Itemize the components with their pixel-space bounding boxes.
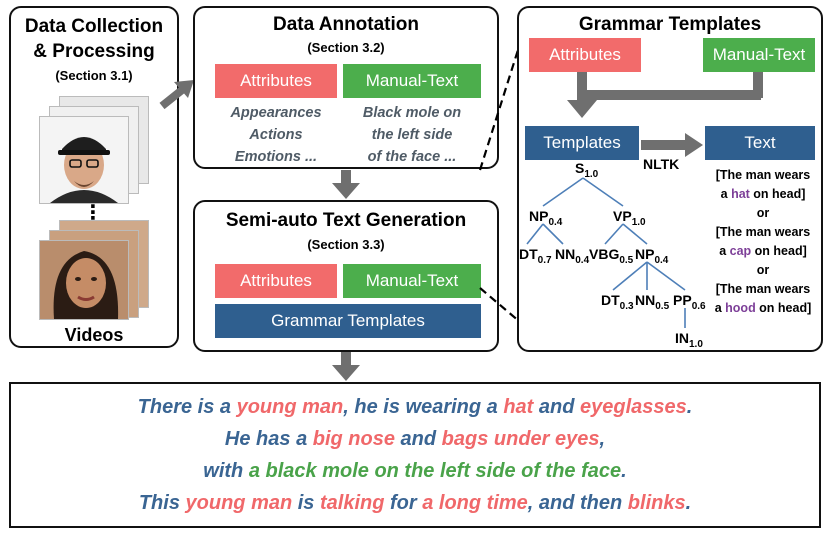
attribute-examples: Appearances Actions Emotions ... [215,102,337,168]
example-line-1a: [The man wears [715,168,811,182]
video-frame-woman [39,240,129,320]
keyword-hood: hood [725,301,756,315]
annotation-section: (Section 3.2) [307,40,385,55]
output-segment: There is a [137,396,237,418]
data-collection-panel: Data Collection & Processing (Section 3.… [9,6,179,348]
video-frame-man [39,116,129,204]
tree-node-in: IN1.0 [675,330,703,350]
attr-example-2: Actions [249,127,303,143]
semiauto-section: (Section 3.3) [307,237,385,252]
attr-example-3: Emotions ... [234,149,318,165]
output-segment: . [686,396,693,418]
parse-tree-edges [526,177,686,328]
output-segment: big nose [312,428,395,450]
output-segment: young man [185,492,293,514]
attr-example-1: Appearances [230,105,322,121]
output-segment: , and then [527,492,628,514]
tree-node-vp: VP1.0 [613,208,646,228]
tree-node-dt1: DT0.7 [519,246,552,266]
collection-title-line1: Data Collection [24,16,164,37]
output-segment: , he is wearing a [343,396,504,418]
output-segment: and [394,428,442,450]
output-segment: blinks [627,492,686,514]
semiauto-manual-text-tag: Manual-Text [343,264,481,298]
output-line-3: with a black mole on the left side of th… [11,460,819,483]
grammar-attributes-tag: Attributes [529,38,641,72]
more-videos-ellipsis: ⋮ [83,202,103,224]
example-or-1: or [756,206,770,220]
nltk-label: NLTK [643,156,680,172]
grammar-title: Grammar Templates [578,14,762,35]
output-line-4: This young man is talking for a long tim… [11,492,819,515]
output-text-box: There is a young man, he is wearing a ha… [9,382,821,528]
woman-face-icon [40,241,128,319]
annotation-attributes-tag: Attributes [215,64,337,98]
arrow-semiauto-to-output [332,352,360,381]
annotation-title: Data Annotation [272,14,419,35]
output-segment: with [203,460,249,482]
semiauto-grammar-templates-tag: Grammar Templates [215,304,481,338]
tree-node-vbg: VBG0.5 [589,246,634,266]
semi-auto-panel: Semi-auto Text Generation (Section 3.3) … [193,200,499,352]
keyword-cap: cap [729,244,752,258]
tree-node-s: S1.0 [575,160,599,180]
output-segment: This [138,492,186,514]
output-segment: and [533,396,580,418]
example-or-2: or [756,263,770,277]
grammar-templates-tag: Templates [525,126,639,160]
output-segment: talking [319,492,385,514]
example-line-3b: a hood on head] [714,301,812,315]
tree-node-np: NP0.4 [529,208,563,228]
grammar-text-tag: Text [705,126,815,160]
example-line-1b: a hat on head] [720,187,806,201]
example-line-3a: [The man wears [715,282,811,296]
output-segment: for [384,492,423,514]
example-line-2a: [The man wears [715,225,811,239]
output-segment: a black mole on the left side of the fac… [248,460,622,482]
generated-text-examples: [The man wears a hat on head] or [The ma… [707,166,819,318]
grammar-flow-arrows [567,72,763,157]
data-annotation-panel: Data Annotation (Section 3.2) Attributes… [193,6,499,169]
keyword-hat: hat [731,187,750,201]
output-line-2: He has a big nose and bags under eyes, [11,428,819,451]
output-segment: hat [503,396,534,418]
zoom-dashed-lines [478,49,521,323]
manual-example-3: of the face ... [367,149,457,165]
output-segment: young man [236,396,344,418]
collection-section: (Section 3.1) [55,68,133,83]
man-face-icon [40,117,128,203]
arrow-collection-to-annotation [159,80,194,110]
example-line-2b: a cap on head] [719,244,807,258]
tree-node-dt2: DT0.3 [601,292,634,312]
output-segment: eyeglasses [580,396,687,418]
grammar-manual-text-tag: Manual-Text [703,38,815,72]
tree-node-nn1: NN0.4 [555,246,590,266]
output-line-1: There is a young man, he is wearing a ha… [11,396,819,419]
output-segment: , [599,428,606,450]
arrow-annotation-to-semiauto [332,170,360,199]
output-segment: a long time [422,492,528,514]
collection-title-line2: & Processing [33,41,155,62]
output-segment: bags under eyes [441,428,600,450]
tree-node-np2: NP0.4 [635,246,669,266]
manual-example-1: Black mole on [362,105,462,121]
annotation-manual-text-tag: Manual-Text [343,64,481,98]
semiauto-title: Semi-auto Text Generation [225,210,467,231]
semiauto-attributes-tag: Attributes [215,264,337,298]
manual-example-2: the left side [371,127,453,143]
grammar-templates-panel: Grammar Templates Attributes Manual-Text… [517,6,823,352]
videos-label: Videos [64,325,124,345]
output-segment: is [292,492,320,514]
manual-text-examples: Black mole on the left side of the face … [343,102,481,168]
output-segment: . [621,460,627,482]
output-segment: He has a [224,428,313,450]
tree-node-nn2: NN0.5 [635,292,670,312]
tree-node-pp: PP0.6 [673,292,706,312]
output-segment: . [685,492,692,514]
